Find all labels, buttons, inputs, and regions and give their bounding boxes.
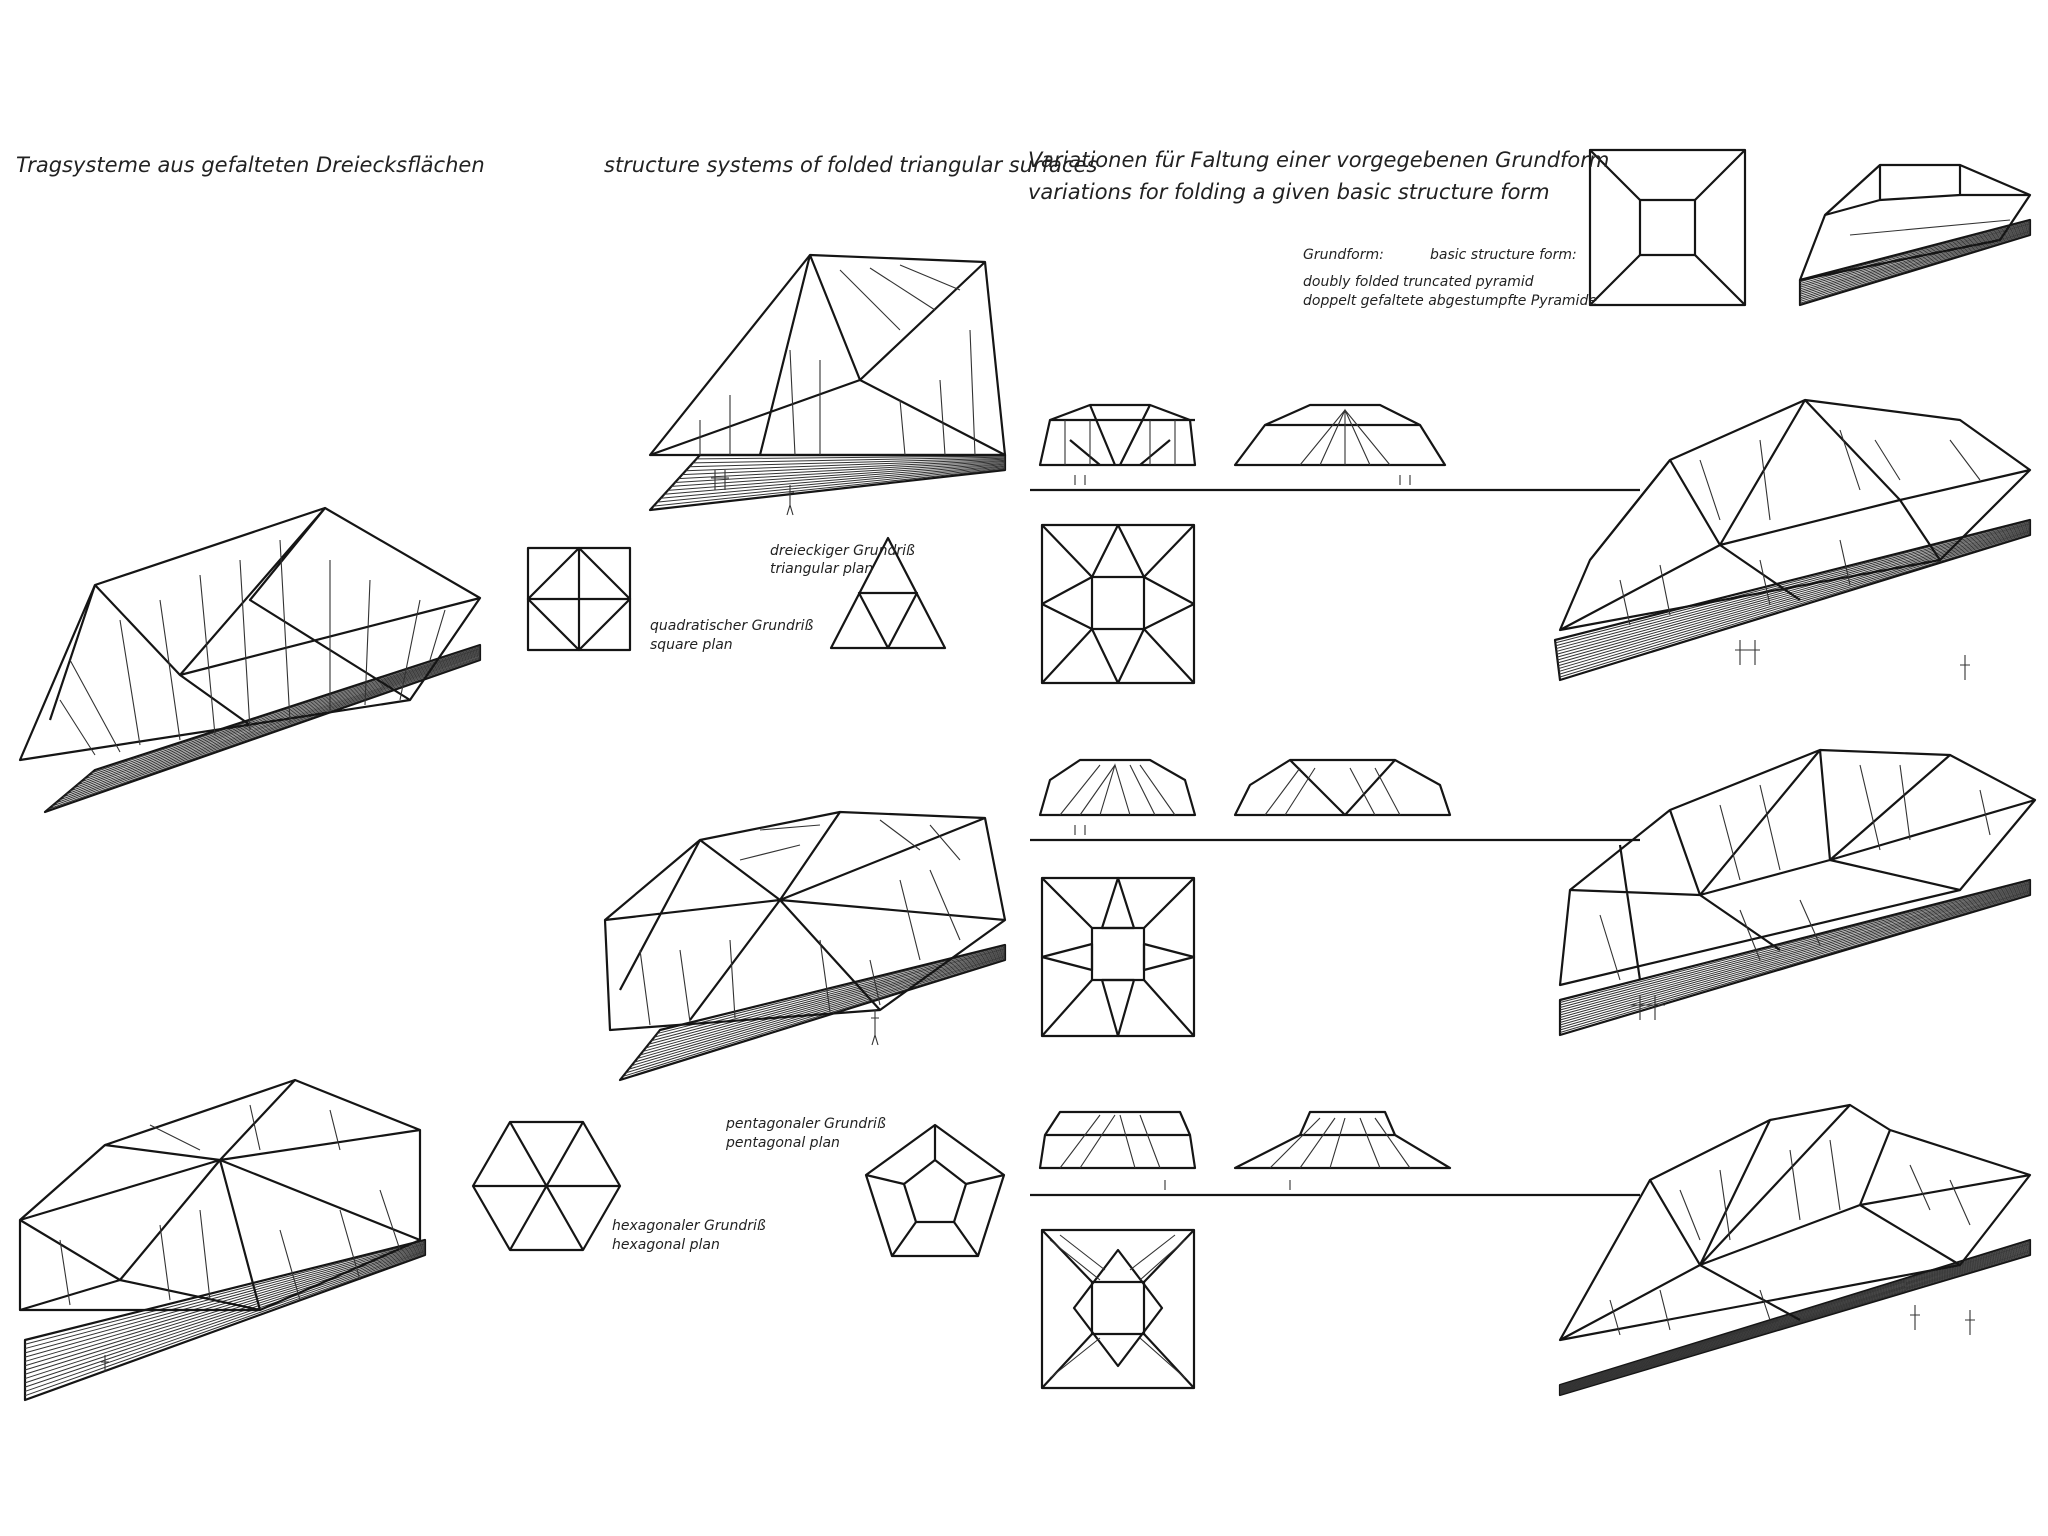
legend-grundform-en: basic structure form: xyxy=(1430,247,1577,263)
variations-english: variations for folding a given basic str… xyxy=(1028,180,1550,204)
basic-form-axonometric xyxy=(1798,163,2032,307)
scale-figures xyxy=(101,470,1975,1372)
pentagonal-plan-label-de: pentagonaler Grundriß xyxy=(726,1116,886,1132)
hexagonal-plan-structure xyxy=(18,1078,427,1402)
triangular-plan-label-en: triangular plan xyxy=(770,561,874,577)
legend-form-en: doubly folded truncated pyramid xyxy=(1303,274,1534,290)
variation-row-3 xyxy=(1030,1110,1640,1390)
variation-row-2 xyxy=(1030,758,1640,1038)
hexagonal-plan-label-de: hexagonaler Grundriß xyxy=(612,1218,766,1234)
square-plan-icon xyxy=(526,546,632,652)
hexagonal-plan-label-en: hexagonal plan xyxy=(612,1237,720,1253)
basic-form-plan xyxy=(1588,148,1747,307)
pentagonal-plan-structure xyxy=(603,810,1007,1082)
hexagonal-plan-icon xyxy=(471,1120,622,1252)
legend-form-de: doppelt gefaltete abgestumpfte Pyramide xyxy=(1303,293,1597,309)
variation-row-1 xyxy=(1030,403,1640,685)
triangular-plan-structure xyxy=(648,253,1007,512)
square-plan-label-de: quadratischer Grundriß xyxy=(650,618,814,634)
triangular-plan-icon xyxy=(829,536,947,650)
title-english: structure systems of folded triangular s… xyxy=(604,153,1098,177)
legend-grundform-de: Grundform: xyxy=(1303,247,1384,263)
variations-german: Variationen für Faltung einer vorgegeben… xyxy=(1028,148,1610,172)
variation-1-axonometric xyxy=(1553,398,2032,682)
variation-2-axonometric xyxy=(1558,748,2037,1037)
square-plan-structure xyxy=(18,506,482,814)
title-german: Tragsysteme aus gefalteten Dreiecksfläch… xyxy=(16,153,485,177)
pentagonal-plan-label-en: pentagonal plan xyxy=(726,1135,840,1151)
variation-3-axonometric xyxy=(1558,1103,2032,1397)
square-plan-label-en: square plan xyxy=(650,637,733,653)
triangular-plan-label-de: dreieckiger Grundriß xyxy=(770,543,915,559)
pentagonal-plan-icon xyxy=(864,1123,1006,1258)
